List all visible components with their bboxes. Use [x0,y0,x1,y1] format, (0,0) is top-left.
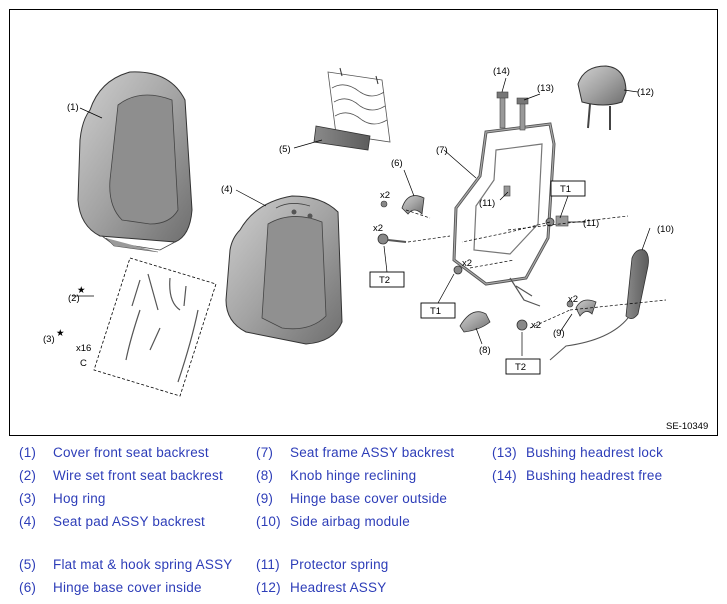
qty-x2: x2 [462,258,472,269]
qty-x2: x2 [568,294,578,305]
callout-12: (12) [637,87,654,98]
torque-t1: T1 [560,184,571,195]
side-airbag-module [549,249,649,361]
seat-pad-backrest [225,195,343,345]
legend-item: (5) Flat mat & hook spring ASSY [19,557,232,572]
legend-text: Wire set front seat backrest [53,468,223,483]
callout-4: (4) [221,184,233,195]
callout-6: (6) [391,158,403,169]
torque-t2: T2 [379,275,390,286]
legend-text: Hinge base cover inside [53,580,202,595]
legend-item: (7) Seat frame ASSY backrest [256,445,454,460]
torque-t2: T2 [515,362,526,373]
legend-item: (10) Side airbag module [256,514,410,529]
callout-11-left: (11) [479,198,495,209]
legend-item: (13) Bushing headrest lock [492,445,663,460]
legend-number: (14) [492,468,517,483]
diagram-canvas: C (1) (2) (3) (4) (5) (6) (7) (8) (9) (1… [43,65,708,432]
legend-number: (12) [256,580,281,595]
callout-7: (7) [436,145,448,156]
legend-item: (8) Knob hinge reclining [256,468,416,483]
callout-13: (13) [537,83,554,94]
callout-5: (5) [279,144,291,155]
legend-number: (2) [19,468,37,483]
qty-x2: x2 [373,223,383,234]
legend-number: (5) [19,557,37,572]
hinge-base-cover-inside [401,195,425,215]
legend-text: Knob hinge reclining [290,468,417,483]
legend-text: Bushing headrest lock [526,445,664,460]
knob-hinge-reclining [459,311,491,333]
qty-x16: x16 [76,343,91,354]
legend-text: Side airbag module [290,514,410,529]
hog-ring-icon: C [80,358,87,369]
legend-text: Bushing headrest free [526,468,663,483]
qty-x2: x2 [380,190,390,201]
star-icon: ★ [77,285,86,296]
legend-item: (1) Cover front seat backrest [19,445,209,460]
callout-8: (8) [479,345,491,356]
legend-item: (9) Hinge base cover outside [256,491,447,506]
qty-x2: x2 [531,320,541,331]
callout-1: (1) [67,102,79,113]
legend-text: Seat pad ASSY backrest [53,514,205,529]
cover-front-seat-backrest [77,71,193,253]
headrest-assy [577,65,627,130]
legend-text: Cover front seat backrest [53,445,209,460]
legend-number: (9) [256,491,274,506]
legend-item: (12) Headrest ASSY [256,580,386,595]
legend-text: Hog ring [53,491,106,506]
wire-set-front-seat-backrest [93,257,217,397]
torque-t1: T1 [430,306,441,317]
legend-number: (4) [19,514,37,529]
legend-text: Headrest ASSY [290,580,387,595]
legend-text: Protector spring [290,557,389,572]
callout-9: (9) [553,328,565,339]
protector-spring [503,185,569,227]
callout-14: (14) [493,66,510,77]
exploded-parts-diagram: C (1) (2) (3) (4) (5) (6) (7) (8) (9) (1… [9,9,718,436]
legend-item: (3) Hog ring [19,491,106,506]
callout-3: (3) [43,334,55,345]
bolts [377,200,574,331]
legend-number: (8) [256,468,274,483]
legend-item: (11) Protector spring [256,557,389,572]
legend-text: Seat frame ASSY backrest [290,445,455,460]
legend-number: (6) [19,580,37,595]
leader-lines [72,77,651,356]
legend-item: (14) Bushing headrest free [492,468,662,483]
figure-code: SE-10349 [666,421,708,432]
legend-number: (11) [256,557,280,572]
bushing-headrest-lock [516,97,529,131]
callout-11-right: (11) [583,218,599,229]
callout-10: (10) [657,224,674,235]
legend-text: Hinge base cover outside [290,491,448,506]
legend-item: (2) Wire set front seat backrest [19,468,223,483]
seat-frame-backrest [452,122,556,307]
legend-item: (6) Hinge base cover inside [19,580,202,595]
legend-number: (10) [256,514,281,529]
legend-number: (7) [256,445,274,460]
assembly-lines [405,209,667,329]
flat-mat-hook-spring [313,67,391,151]
torque-boxes [369,180,586,375]
legend-number: (3) [19,491,37,506]
callout-2: (2) [68,293,80,304]
star-icon: ★ [56,328,65,339]
bushing-headrest-free [496,91,509,129]
legend-number: (13) [492,445,517,460]
legend-text: Flat mat & hook spring ASSY [53,557,233,572]
legend-number: (1) [19,445,37,460]
legend-item: (4) Seat pad ASSY backrest [19,514,205,529]
